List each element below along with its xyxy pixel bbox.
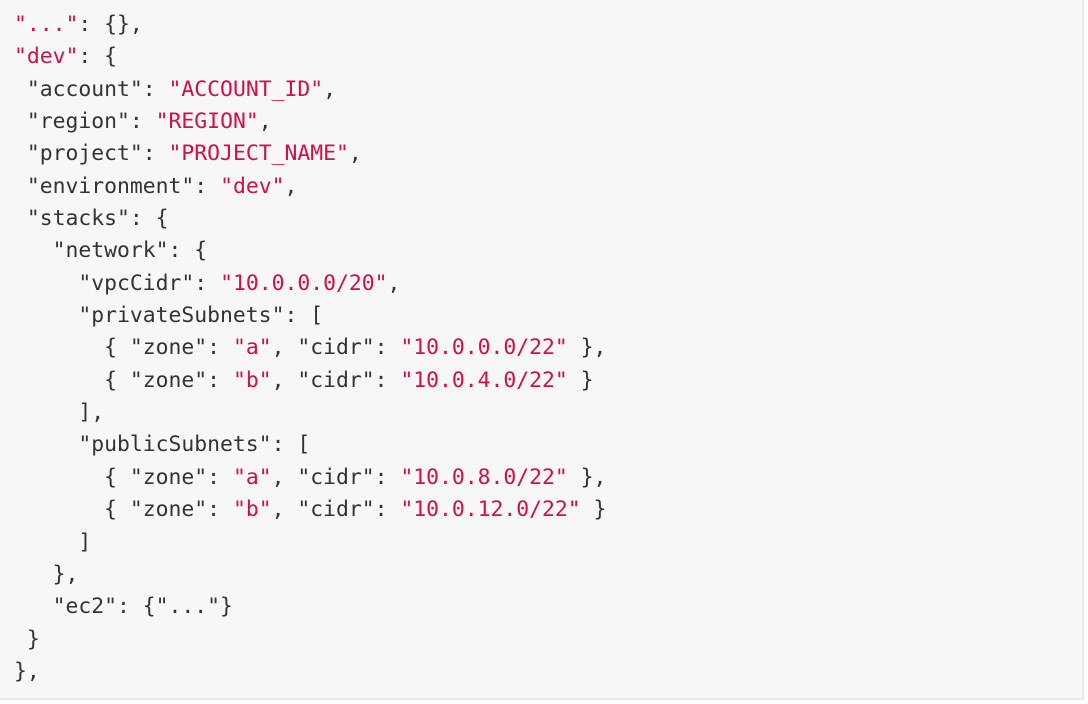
string-token: "PROJECT_NAME" [168,141,349,167]
string-token: "a" [232,335,272,361]
code-token: "environment": [14,173,221,199]
string-token: "b" [232,367,272,393]
code-token: ], [14,400,105,426]
code-line: ], [14,397,606,429]
code-token: , "cidr": [271,335,401,361]
code-token: "network": { [14,238,208,264]
code-token: "account": [14,76,169,102]
string-token: "..." [14,12,79,37]
code-token: "ec2": {"..."} [14,594,233,620]
code-token: , [258,109,272,135]
code-token: { "zone": [14,335,233,361]
code-token: }, [14,658,40,684]
code-token: , "cidr": [271,497,401,523]
code-token: }, [14,561,79,587]
code-token: } [580,497,607,523]
code-token: } [567,367,594,393]
code-token: "privateSubnets": [ [14,303,324,329]
string-token: "dev" [220,173,285,199]
string-token: "10.0.4.0/22" [400,367,568,393]
code-token: "region": [14,109,156,135]
code-token: { "zone": [14,367,233,393]
code-token: : {}, [78,12,143,37]
code-token: "stacks": { [14,206,169,232]
string-token: "a" [232,464,272,490]
code-token: : { [78,44,118,70]
code-line: "project": "PROJECT_NAME", [14,138,606,170]
code-line: { "zone": "a", "cidr": "10.0.8.0/22" }, [14,462,606,494]
code-token: , [284,173,298,199]
code-token: "project": [14,141,169,167]
code-token: "publicSubnets": [ [14,432,311,458]
code-line: "publicSubnets": [ [14,429,606,461]
code-line: "account": "ACCOUNT_ID", [14,74,606,106]
string-token: "ACCOUNT_ID" [168,76,324,102]
string-token: "b" [232,497,272,523]
code-line: ] [14,527,606,559]
string-token: "10.0.0.0/22" [400,335,568,361]
code-token: ] [14,529,92,555]
code-line: "...": {}, [14,9,606,41]
code-line: { "zone": "a", "cidr": "10.0.0.0/22" }, [14,332,606,364]
code-token: }, [567,335,607,361]
code-line: "dev": { [14,41,606,73]
json-code: "...": {},"dev": { "account": "ACCOUNT_I… [14,9,606,688]
code-token: , "cidr": [271,464,401,490]
code-line: { "zone": "b", "cidr": "10.0.12.0/22" } [14,494,606,526]
code-line: } [14,624,606,656]
code-line: "vpcCidr": "10.0.0.0/20", [14,268,606,300]
code-token: { "zone": [14,497,233,523]
string-token: "REGION" [155,109,259,135]
code-token: }, [567,464,607,490]
code-token: { "zone": [14,464,233,490]
code-token: } [14,626,40,652]
string-token: "dev" [14,44,79,70]
code-line: }, [14,656,606,688]
code-token: , [323,76,336,102]
string-token: "10.0.0.0/20" [220,270,388,296]
code-token: , [348,141,362,167]
code-line: "stacks": { [14,203,606,235]
code-line: "privateSubnets": [ [14,300,606,332]
code-line: "region": "REGION", [14,106,606,138]
code-line: "ec2": {"..."} [14,591,606,623]
code-line: }, [14,559,606,591]
code-line: { "zone": "b", "cidr": "10.0.4.0/22" } [14,365,606,397]
code-token: , "cidr": [271,367,401,393]
code-token: "vpcCidr": [14,270,221,296]
string-token: "10.0.12.0/22" [400,497,581,523]
code-line: "network": { [14,235,606,267]
code-token: , [387,270,401,296]
code-line: "environment": "dev", [14,171,606,203]
string-token: "10.0.8.0/22" [400,464,568,490]
